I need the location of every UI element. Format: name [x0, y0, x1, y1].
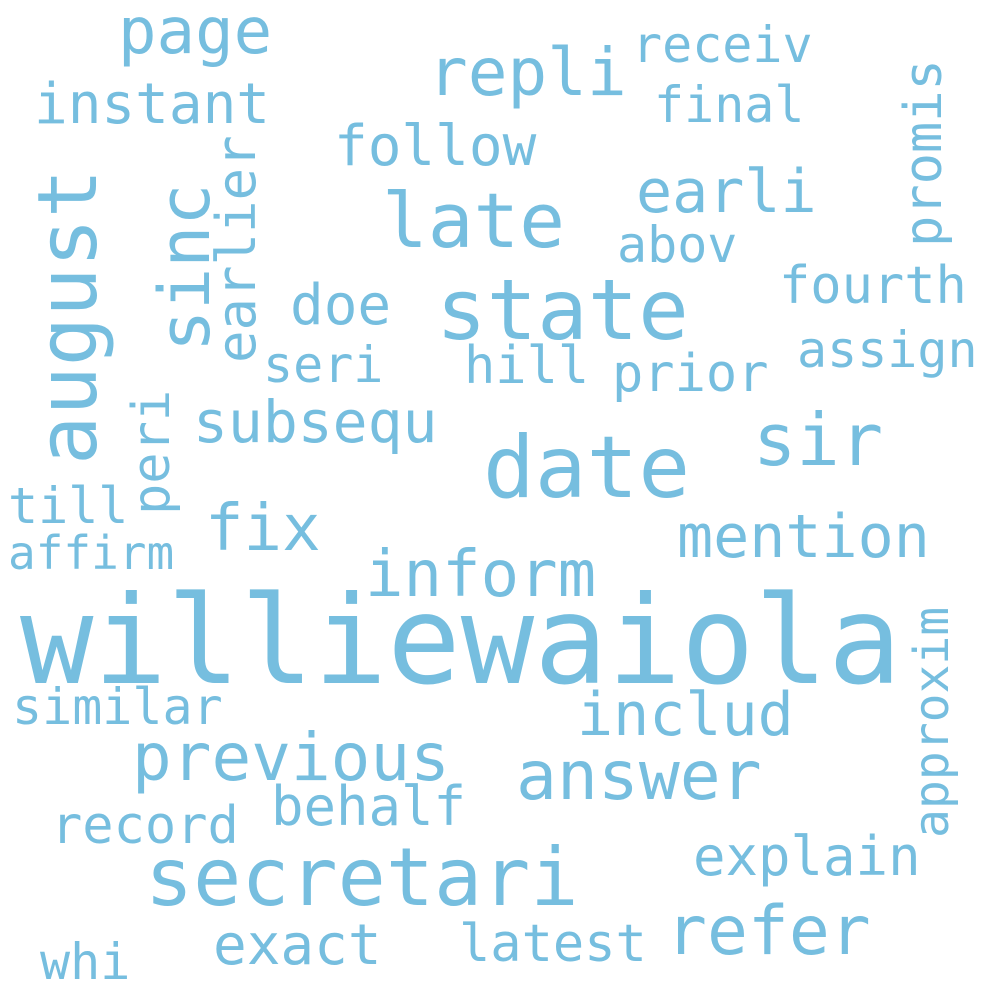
word-follow: follow: [334, 114, 537, 179]
word-exact: exact: [213, 913, 382, 978]
word-williewaiola: williewaiola: [20, 570, 902, 712]
word-page: page: [118, 0, 273, 69]
word-inform: inform: [365, 538, 597, 612]
word-answer: answer: [516, 737, 762, 816]
word-earli: earli: [636, 157, 817, 227]
word-approxim: approxim: [904, 606, 960, 838]
word-receiv: receiv: [632, 16, 813, 74]
word-similar: similar: [12, 678, 223, 736]
word-mention: mention: [677, 502, 930, 572]
word-whi: whi: [40, 933, 131, 991]
word-seri: seri: [263, 336, 384, 394]
word-promis: promis: [894, 59, 954, 247]
word-repli: repli: [428, 34, 627, 111]
word-abov: abov: [617, 216, 738, 274]
word-assign: assign: [797, 321, 978, 379]
word-hill: hill: [464, 336, 590, 396]
word-state: state: [436, 261, 689, 359]
word-fix: fix: [205, 492, 321, 566]
word-subsequ: subsequ: [193, 388, 438, 456]
word-record: record: [51, 796, 239, 856]
word-prior: prior: [612, 344, 769, 404]
word-doe: doe: [290, 273, 392, 338]
word-latest: latest: [459, 914, 647, 974]
word-august: august: [21, 168, 116, 465]
word-previous: previous: [132, 719, 450, 796]
word-secretari: secretari: [145, 831, 579, 924]
word-late: late: [382, 176, 566, 265]
word-instant: instant: [34, 72, 271, 137]
word-explain: explain: [693, 825, 921, 888]
word-earlier: earlier: [205, 135, 268, 363]
word-fourth: fourth: [779, 256, 967, 316]
word-peri: peri: [122, 389, 182, 515]
word-till: till: [8, 477, 129, 535]
word-behalf: behalf: [271, 775, 467, 838]
word-date: date: [483, 418, 691, 518]
word-includ: includ: [577, 680, 794, 750]
word-final: final: [654, 76, 805, 134]
word-refer: refer: [666, 892, 871, 971]
word-sir: sir: [753, 398, 884, 482]
word-affirm: affirm: [8, 526, 175, 580]
